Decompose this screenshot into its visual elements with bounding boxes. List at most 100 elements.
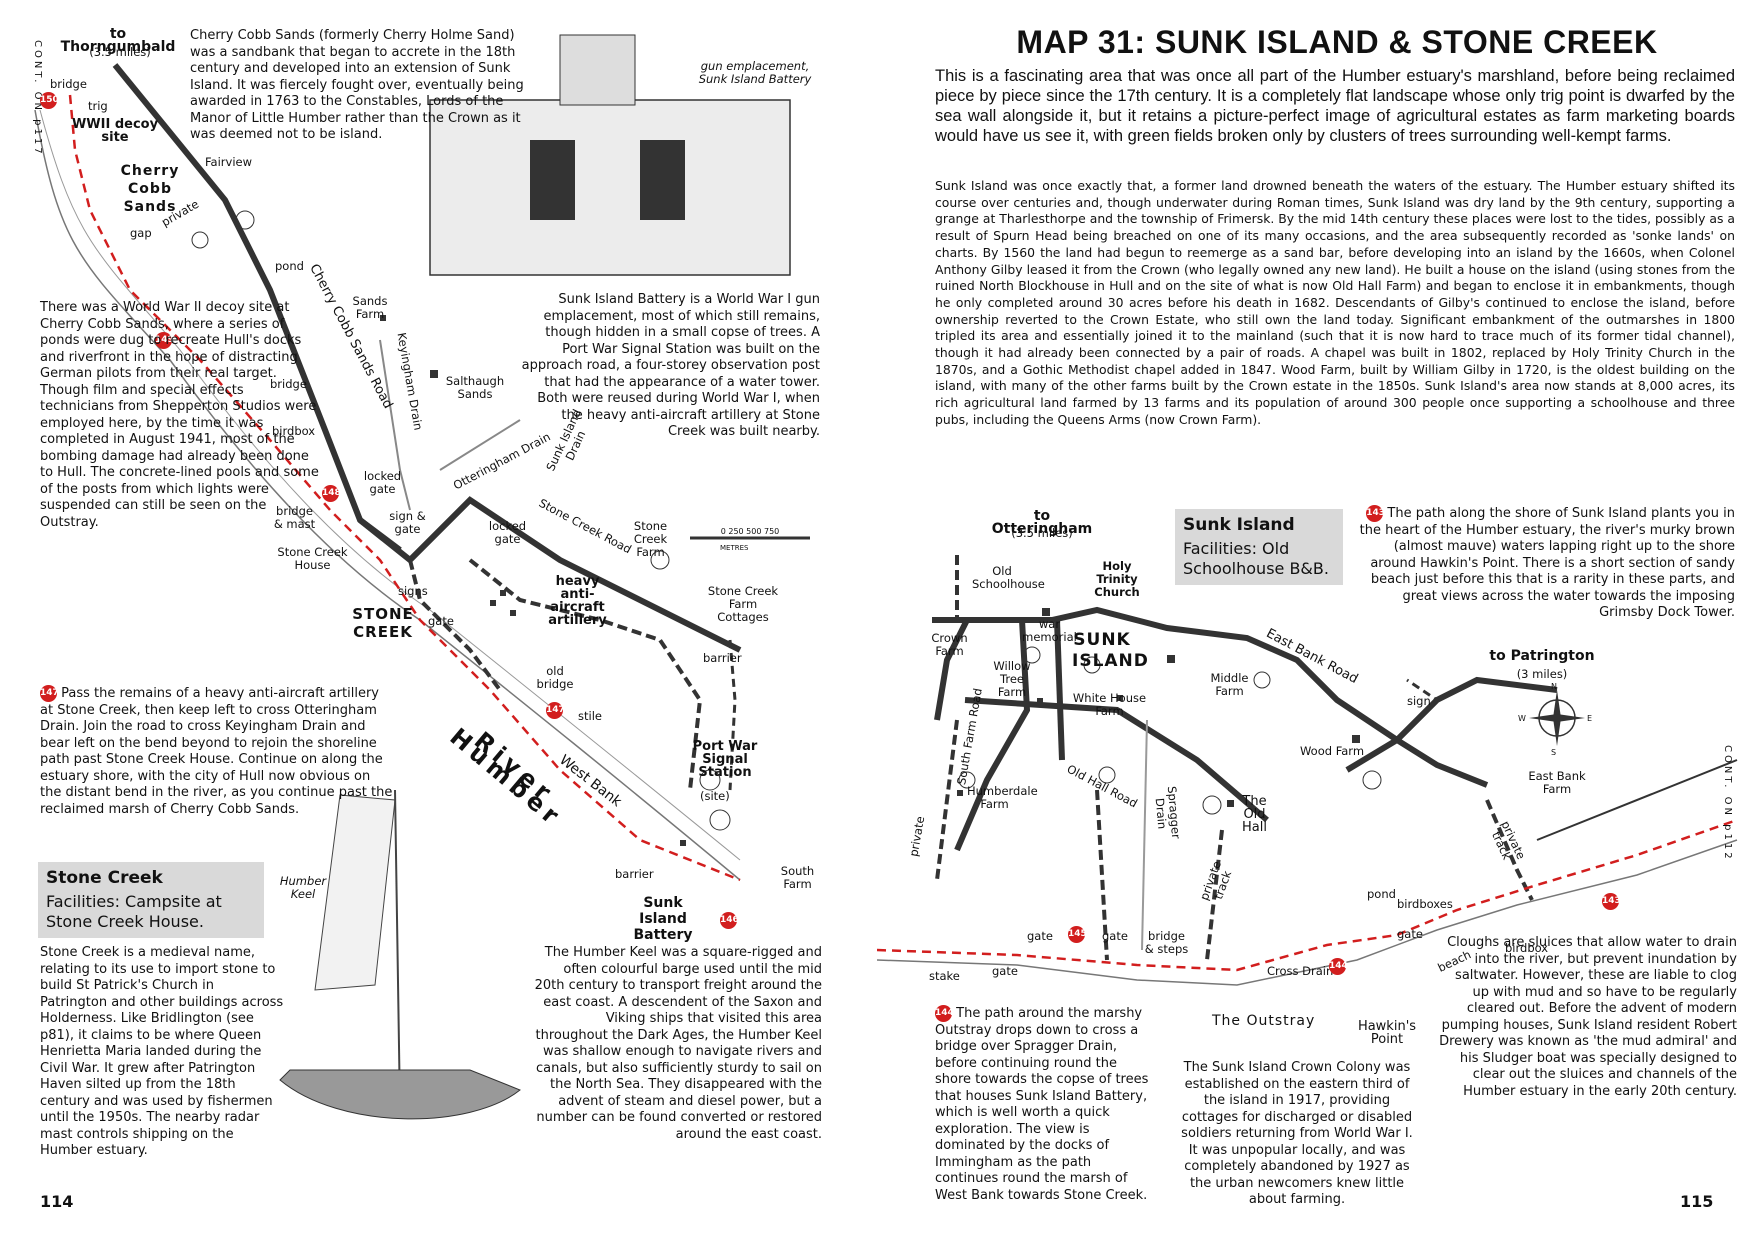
map-label-the-old-hall: The Old Hall <box>1242 794 1267 835</box>
map-label-birdboxes: birdboxes <box>1397 897 1453 911</box>
sea-wall <box>1536 759 1738 841</box>
emplacement-door-2 <box>640 140 685 220</box>
scale-metres: METRES <box>720 544 749 552</box>
page-number-right: 115 <box>1680 1192 1714 1211</box>
map-label-middle-farm: Middle Farm <box>1210 671 1249 698</box>
walking-route <box>877 818 1738 972</box>
tree <box>1362 770 1382 790</box>
route-num-147: 147 <box>40 685 59 702</box>
map-label-sands-farm: Sands Farm <box>352 294 388 321</box>
map-label-gate-3: gate <box>992 964 1018 978</box>
track-3 <box>728 639 737 791</box>
map-label-bridge-steps: bridge & steps <box>1144 929 1189 956</box>
map-label-signs: signs <box>398 584 428 598</box>
tree <box>1253 671 1271 689</box>
map-label-cross-drain: Cross Drain <box>1267 964 1334 978</box>
left-page: CONT. ON p117 to Thorngumbald (3.5 miles… <box>32 26 822 1211</box>
map-label-the-outstray: The Outstray <box>1212 1013 1316 1029</box>
map-label-site: (site) <box>700 789 730 803</box>
map-label-old-bridge: old bridge <box>536 664 574 691</box>
right-page: CONT. ON p112 MAP 31: SUNK ISLAND & STON… <box>877 0 1754 1240</box>
map-label-holy-trinity: Holy Trinity Church <box>1094 559 1140 599</box>
spragger-track <box>1095 789 1109 961</box>
tree <box>650 550 670 570</box>
keel-caption: Humber Keel <box>279 874 327 901</box>
map-label-locked-gate: locked gate <box>363 469 402 496</box>
map-label-sign-gate: sign & gate <box>389 509 426 536</box>
cont-on-label: CONT. ON p117 <box>32 40 43 157</box>
map-label-sign: sign <box>1407 694 1431 708</box>
map-label-stile: stile <box>578 709 602 723</box>
map-label-old-schoolhouse: Old Schoolhouse <box>972 564 1045 591</box>
map-label-pond: pond <box>275 259 304 273</box>
to-patrington: to Patrington <box>1489 648 1595 664</box>
building <box>1042 608 1050 616</box>
to-thorngumbald: to Thorngumbald <box>60 26 176 55</box>
compass-s: S <box>1551 748 1557 757</box>
building <box>1227 800 1234 807</box>
building <box>1352 735 1360 743</box>
private-track-2 <box>1205 829 1224 961</box>
map-label-barrier: barrier <box>703 651 742 665</box>
map-label-gap: gap <box>130 226 152 240</box>
cloughs-text: Cloughs are sluices that allow water to … <box>1439 935 1737 1099</box>
tree <box>709 809 731 831</box>
tree <box>958 771 976 789</box>
aa-building-2 <box>500 590 506 596</box>
keel-hull <box>279 1069 521 1120</box>
map-label-south-farm: South Farm <box>780 864 815 891</box>
facilities-title: Stone Creek <box>46 868 163 888</box>
sands-farm-building <box>380 315 386 321</box>
aa-building-3 <box>510 610 516 616</box>
to-otteringham: to Otteringham <box>991 508 1093 537</box>
map-label-wood-farm: Wood Farm <box>1299 744 1365 758</box>
old-hall-road <box>964 697 1269 823</box>
crown-farm-road <box>934 618 970 721</box>
map-label-salthaugh-sands: Salthaugh Sands <box>445 374 505 401</box>
right-map <box>877 555 1738 986</box>
battery-building <box>680 840 686 846</box>
waypoint-144: 144 <box>1329 958 1348 975</box>
map-label-birdbox: birdbox <box>272 424 316 438</box>
shoreline <box>877 839 1738 986</box>
map-label-fairview: Fairview <box>205 155 253 169</box>
map-label-crown-farm: Crown Farm <box>931 631 968 658</box>
compass-w: W <box>1518 714 1526 723</box>
map-label-trig: trig <box>88 99 108 113</box>
building <box>957 790 963 796</box>
crown-colony-text: The Sunk Island Crown Colony was establi… <box>1181 1060 1413 1207</box>
left-map <box>34 34 810 1120</box>
map-label-gate-2: gate <box>1102 929 1128 943</box>
humber-keel-text: The Humber Keel was a square-rigged and … <box>534 945 822 1142</box>
map-label-humberdale-farm: Humberdale Farm <box>967 784 1038 811</box>
tree <box>1083 656 1101 674</box>
track-2 <box>408 559 502 692</box>
map-label-port-war-signal-station: Port War Signal Station <box>692 739 758 780</box>
map-label-cherry-cobb-sands: Cherry Cobb Sands <box>120 163 180 215</box>
east-bank-road <box>932 606 1489 788</box>
cont-on-label: CONT. ON p112 <box>1722 745 1733 862</box>
compass-e: E <box>1587 714 1593 723</box>
map-label-gate-1: gate <box>1027 929 1053 943</box>
aa-building <box>490 600 496 606</box>
map-label-bridge: bridge <box>50 77 87 91</box>
map-label-ww2-decoy: WWII decoy site <box>71 117 159 145</box>
tree <box>699 769 721 791</box>
map-label-locked-gate-2: locked gate <box>488 519 527 546</box>
page-title: MAP 31: SUNK ISLAND & STONE CREEK <box>1016 24 1658 60</box>
compass-needle-ew <box>1529 714 1585 722</box>
outstray-body: The path around the marshy Outstray drop… <box>935 1006 1149 1203</box>
path-text-143: 143 The path along the shore of Sunk Isl… <box>1347 505 1735 622</box>
stone-creek-text: Stone Creek is a medieval name, relating… <box>40 945 284 1158</box>
compass-n: N <box>1551 682 1557 691</box>
spragger-drain <box>1141 719 1148 951</box>
map-label-stone-creek-farm-cottages: Stone Creek Farm Cottages <box>707 584 779 624</box>
facilities-text: Facilities: Old Schoolhouse B&B. <box>1183 539 1329 578</box>
map-label-white-house-farm: White House Farm <box>1072 691 1147 718</box>
south-farm-road <box>954 619 1031 852</box>
map-label-bridge-mast: bridge & mast <box>273 504 316 531</box>
cherry-cobb-text: Cherry Cobb Sands (formerly Cherry Holme… <box>190 28 524 142</box>
map-label-war-memorial: war memorial <box>1022 617 1077 644</box>
building <box>1167 655 1175 663</box>
map-label-stone-creek: STONE CREEK <box>352 605 414 641</box>
